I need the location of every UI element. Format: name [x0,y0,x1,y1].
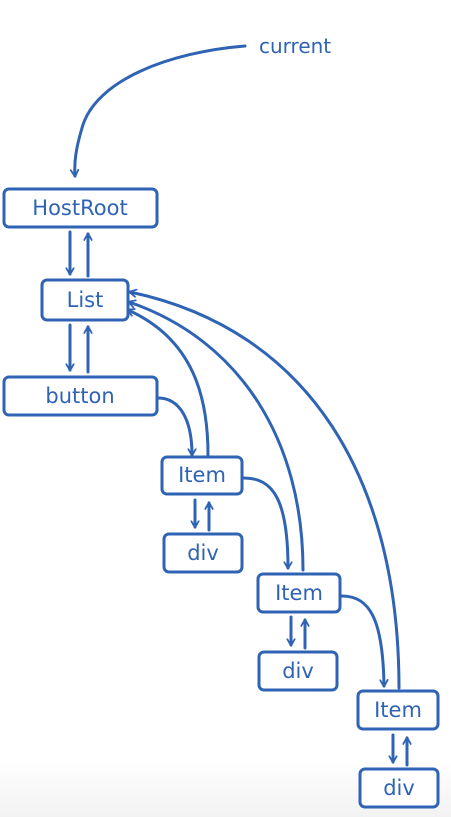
node-div-3-label: div [383,776,415,800]
node-div-1: div [162,532,244,574]
item1-return-arrow [128,310,210,457]
node-item-3: Item [356,689,440,731]
node-item-2: Item [256,572,342,614]
node-list: List [40,278,130,322]
current-label: current [259,34,331,58]
node-div-3: div [358,767,440,809]
node-item-2-label: Item [275,581,323,605]
node-div-2: div [257,650,339,692]
item3-return-arrow [130,292,401,690]
node-item-3-label: Item [374,698,422,722]
node-button: button [2,375,159,417]
node-item-1-label: Item [178,463,226,487]
node-list-label: List [67,288,104,312]
node-button-label: button [45,384,114,408]
item2-return-arrow [129,302,305,572]
item2-sibling-arrow [340,594,384,686]
item1-sibling-arrow [242,476,288,568]
current-pointer-arrow [75,44,247,176]
node-div-1-label: div [187,541,219,565]
button-sibling-arrow [156,396,192,455]
node-item-1: Item [160,455,244,496]
node-div-2-label: div [282,659,314,683]
node-hostroot: HostRoot [2,187,159,229]
node-hostroot-label: HostRoot [32,196,127,220]
